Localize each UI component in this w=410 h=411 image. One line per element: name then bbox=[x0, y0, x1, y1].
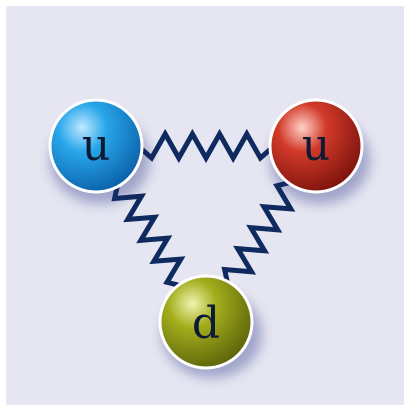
quark-label: u bbox=[302, 120, 330, 171]
quark-up-blue: u bbox=[50, 100, 142, 192]
quark-down-olive: d bbox=[160, 276, 252, 368]
quark-up-red: u bbox=[270, 100, 362, 192]
quark-label: u bbox=[82, 120, 110, 171]
quark-label: d bbox=[192, 298, 220, 349]
